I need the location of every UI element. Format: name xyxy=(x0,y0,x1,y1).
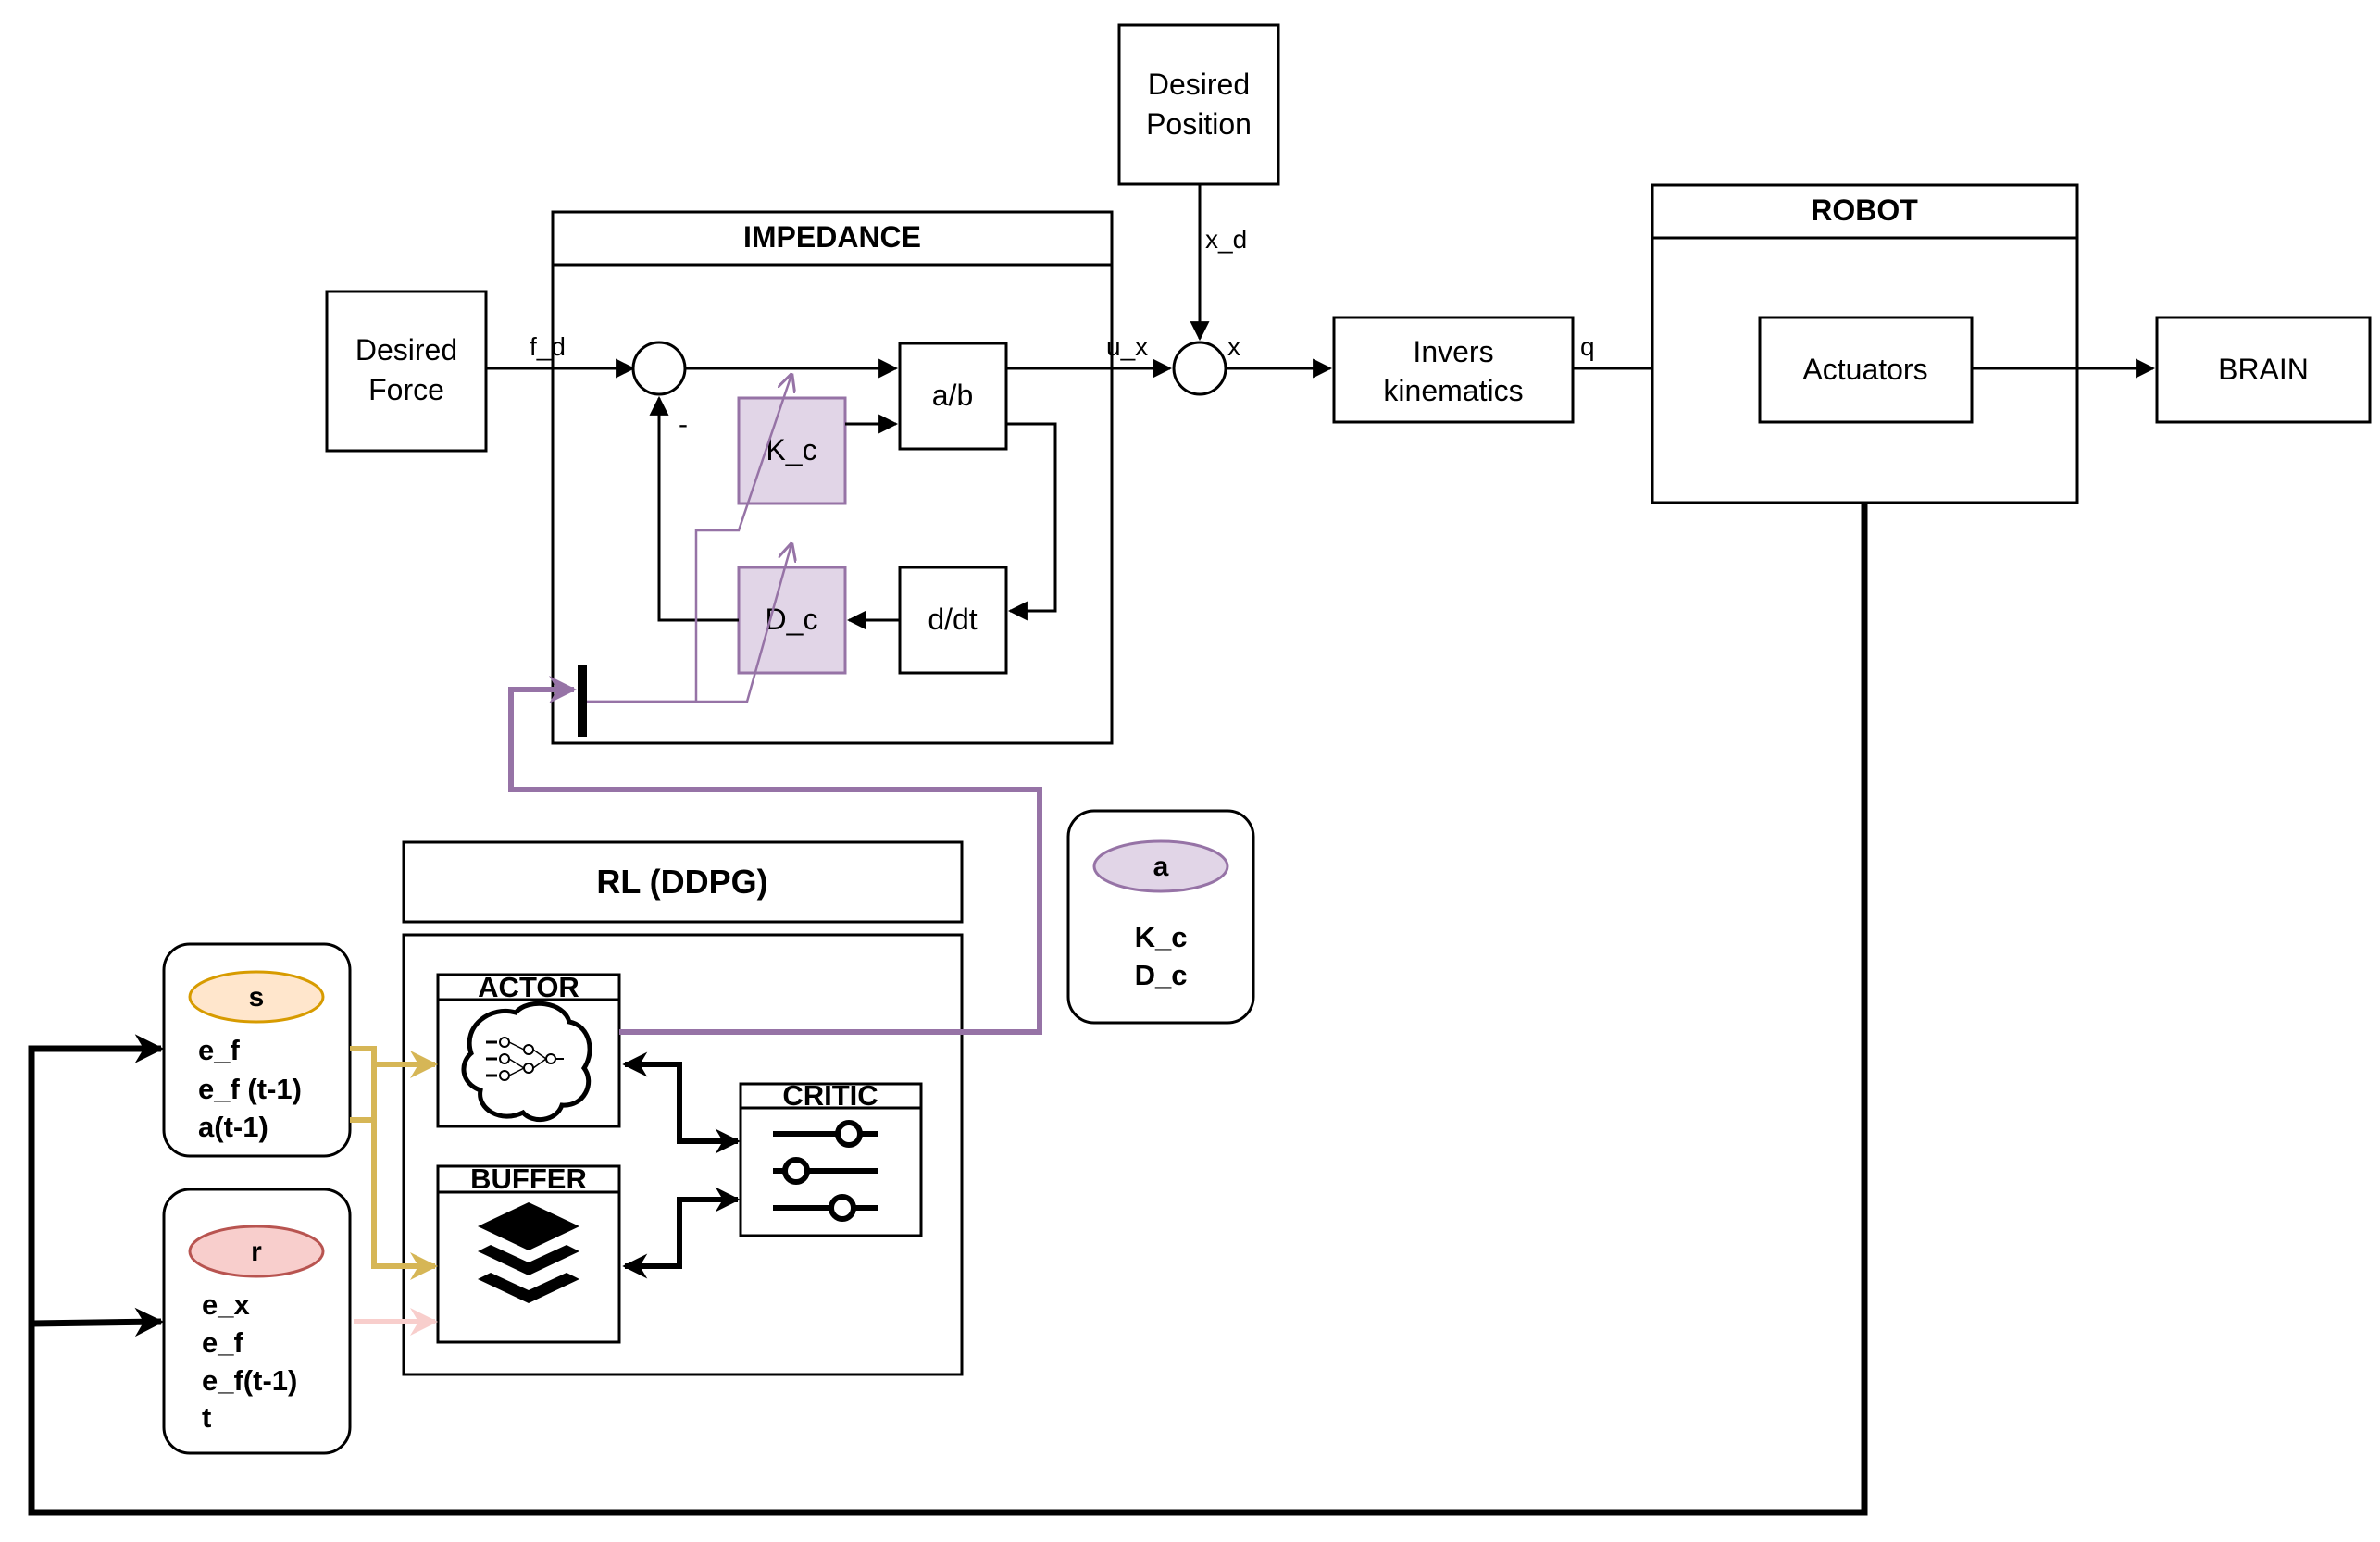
x-label: x xyxy=(1227,332,1240,361)
state-line-ef-prev: e_f (t-1) xyxy=(198,1073,302,1105)
robot-feedback-loop xyxy=(28,503,1868,1516)
desired-position-label-2: Position xyxy=(1146,107,1252,141)
sliders-icon xyxy=(773,1120,878,1222)
buffer-critic-link xyxy=(622,1187,741,1279)
critic-block: CRITIC xyxy=(739,1079,923,1237)
actor-block: ACTOR xyxy=(436,971,621,1128)
state-line-ef: e_f xyxy=(198,1034,240,1066)
dc-feedback-line xyxy=(649,395,739,622)
state-to-actor-line xyxy=(350,1046,438,1120)
desired-force-label-1: Desired xyxy=(355,333,457,367)
brain-label: BRAIN xyxy=(2218,353,2309,386)
critic-label: CRITIC xyxy=(782,1079,878,1112)
state-to-buffer-line xyxy=(350,1117,438,1280)
rl-title: RL (DDPG) xyxy=(596,863,767,901)
action-line-dc: D_c xyxy=(1135,959,1188,991)
q-label: q xyxy=(1580,332,1595,361)
brain-block: BRAIN xyxy=(2155,316,2372,424)
rl-title-block: RL (DDPG) xyxy=(402,840,964,924)
ik-label-2: kinematics xyxy=(1383,374,1523,407)
ik-label-1: Invers xyxy=(1413,335,1493,368)
reward-box: r e_x e_f e_f(t-1) t xyxy=(162,1188,352,1455)
state-box: s e_f e_f (t-1) a(t-1) xyxy=(162,942,352,1158)
ux-label: u_x xyxy=(1106,332,1148,361)
actuators-label: Actuators xyxy=(1802,353,1927,386)
action-tag: a xyxy=(1153,852,1169,882)
impedance-title: IMPEDANCE xyxy=(743,220,921,254)
fd-label: f_d xyxy=(530,332,566,361)
xd-label: x_d xyxy=(1205,225,1247,254)
action-line-kc: K_c xyxy=(1135,921,1188,953)
reward-line-ex: e_x xyxy=(202,1288,250,1321)
kc-block: K_c xyxy=(737,396,847,505)
reward-tag: r xyxy=(251,1237,262,1267)
reward-line-ef: e_f xyxy=(202,1326,243,1359)
action-output-line xyxy=(508,676,1042,1035)
state-tag: s xyxy=(249,982,265,1013)
desired-position-label-1: Desired xyxy=(1148,68,1250,101)
actuators-block: Actuators xyxy=(1758,316,1974,424)
feedback-to-reward-line xyxy=(31,1307,165,1337)
ab-label: a/b xyxy=(932,379,973,412)
buffer-block: BUFFER xyxy=(436,1163,621,1344)
actor-critic-link xyxy=(622,1051,741,1154)
desired-force-block: Desired Force xyxy=(325,290,488,453)
ab-to-ddt-line xyxy=(1006,422,1057,621)
dc-parameter-line xyxy=(582,544,791,703)
dc-block: D_c xyxy=(737,566,847,675)
action-box: a K_c D_c xyxy=(1066,809,1255,1025)
ddt-label: d/dt xyxy=(928,603,977,636)
desired-position-block: Desired Position xyxy=(1117,23,1280,186)
desired-force-label-2: Force xyxy=(368,373,444,406)
buffer-label: BUFFER xyxy=(470,1163,587,1195)
layers-icon xyxy=(478,1202,579,1303)
minus-sign: - xyxy=(679,409,688,440)
reward-line-ef-prev: e_f(t-1) xyxy=(202,1364,297,1397)
state-line-a-prev: a(t-1) xyxy=(198,1111,268,1143)
ddt-block: d/dt xyxy=(898,566,1008,675)
brain-network-icon xyxy=(461,1001,592,1122)
reward-line-t: t xyxy=(202,1401,211,1434)
inverse-kinematics-block: Invers kinematics xyxy=(1332,316,1575,424)
kc-label: K_c xyxy=(766,433,816,466)
parameter-input-bar xyxy=(578,665,587,737)
ab-block: a/b xyxy=(898,342,1008,451)
summing-junction-force xyxy=(631,341,687,396)
actor-label: ACTOR xyxy=(478,971,579,1003)
robot-title: ROBOT xyxy=(1811,193,1918,227)
summing-junction-position xyxy=(1172,341,1227,396)
